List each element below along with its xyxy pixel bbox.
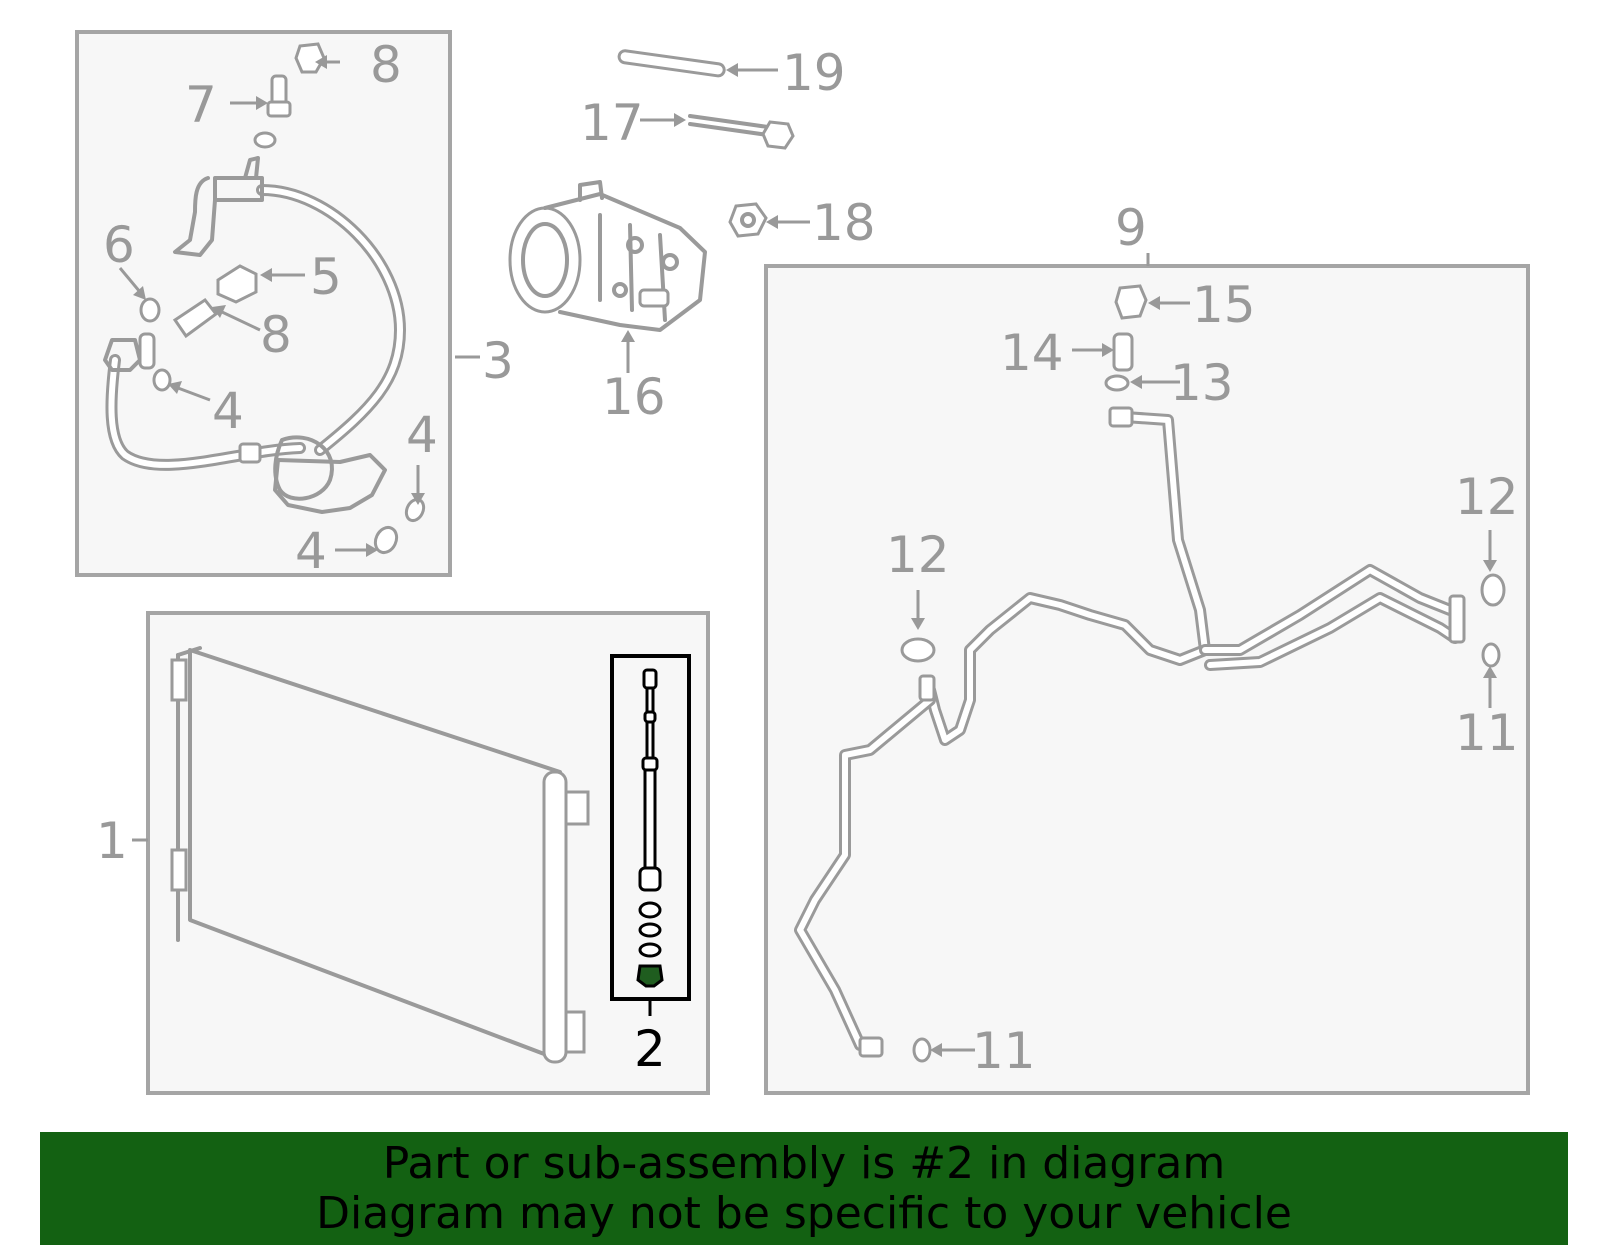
o-ring-4-upper — [152, 368, 172, 392]
callout-8b: 8 — [260, 306, 292, 364]
callout-15: 15 — [1192, 276, 1256, 334]
callout-18: 18 — [812, 194, 876, 252]
compressor-16 — [508, 180, 707, 332]
callout-10: 9 — [1115, 199, 1147, 257]
parts-diagram: 8 7 6 5 8 3 4 4 4 19 17 18 16 9 15 14 13… — [75, 30, 1530, 1095]
callout-3: 3 — [482, 332, 514, 390]
banner-line-1: Part or sub-assembly is #2 in diagram — [382, 1137, 1226, 1189]
callout-8a: 7 — [185, 76, 217, 134]
info-banner: Part or sub-assembly is #2 in diagram Di… — [40, 1132, 1568, 1245]
tube-assembly-box — [764, 264, 1530, 1095]
callout-7: 6 — [103, 216, 135, 274]
o-ring-11-right — [1481, 642, 1501, 668]
o-ring-12-right — [1480, 573, 1506, 607]
callout-16: 16 — [602, 368, 666, 426]
hose-assembly-drawing — [103, 156, 406, 514]
callout-4b: 4 — [295, 522, 327, 580]
hose-assembly-box — [75, 30, 452, 577]
cap-15 — [1114, 284, 1148, 320]
stud-19 — [617, 49, 726, 78]
callout-6: 5 — [310, 248, 342, 306]
o-ring-7 — [139, 297, 161, 323]
nut-18 — [728, 202, 768, 238]
callout-11b: 11 — [972, 1022, 1036, 1080]
callout-12a: 12 — [886, 526, 950, 584]
callout-4a: 4 — [212, 382, 244, 440]
callout-9: 8 — [370, 36, 402, 94]
receiver-dryer-2 — [636, 668, 664, 988]
callout-1: 1 — [96, 812, 128, 870]
callout-13: 13 — [1170, 354, 1234, 412]
bolt-17 — [688, 114, 795, 150]
pressure-switch-6 — [216, 264, 258, 304]
callout-19: 19 — [782, 44, 846, 102]
o-ring-11-left — [912, 1037, 932, 1063]
banner-line-2: Diagram may not be specific to your vehi… — [316, 1187, 1292, 1239]
callout-14: 14 — [1000, 324, 1064, 382]
o-ring-4-lower — [373, 525, 399, 555]
valve-core-8-top — [266, 74, 292, 118]
cap-9 — [294, 42, 326, 74]
tube-assembly-10 — [794, 406, 1466, 1058]
o-ring-12-left — [900, 637, 936, 663]
o-ring-top — [253, 131, 277, 149]
condenser-box — [146, 611, 710, 1095]
callout-17: 17 — [580, 94, 644, 152]
leader-lines — [118, 55, 1497, 1057]
valve-core-8-lower — [172, 297, 219, 339]
callout-11a: 11 — [1455, 704, 1519, 762]
o-ring-13 — [1104, 374, 1130, 392]
valve-core-14 — [1112, 332, 1134, 372]
callout-2: 2 — [634, 1020, 666, 1078]
condenser-1 — [170, 646, 590, 1064]
dryer-highlight-box — [610, 654, 691, 1001]
callout-12b: 12 — [1455, 468, 1519, 526]
callout-5: 4 — [406, 406, 438, 464]
